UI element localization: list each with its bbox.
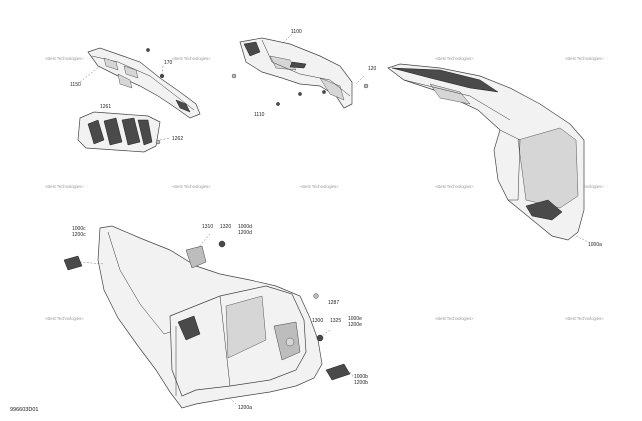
- callout-1000a: 1000a: [588, 242, 602, 248]
- figure-code: 996603D01: [10, 407, 38, 413]
- callout-1150: 1150: [70, 82, 81, 88]
- fairing-bracket-part: [79, 47, 201, 119]
- callout-170: 170: [164, 60, 173, 66]
- callout-labels: 1150 170 1261 1262 1100 120 1110 1000a 1…: [70, 29, 602, 411]
- watermark: «Best Technologies»: [300, 184, 339, 189]
- watermark-layer: «Best Technologies» «Best Technologies» …: [45, 56, 604, 321]
- callout-1000e: 1000e: [348, 316, 362, 322]
- callout-1287: 1287: [328, 300, 339, 306]
- callout-1000b: 1000b: [354, 374, 368, 380]
- watermark: «Best Technologies»: [565, 56, 604, 61]
- screw-icon: [322, 90, 326, 94]
- callout-1200e: 1200e: [348, 322, 362, 328]
- clip-icon: [155, 139, 161, 145]
- screw-icon: [313, 293, 319, 299]
- callout-1200a: 1200a: [238, 405, 252, 411]
- screw-icon: [159, 73, 165, 79]
- callout-1320: 1320: [220, 224, 231, 230]
- callout-120: 120: [368, 66, 377, 72]
- clip-icon: [363, 83, 369, 89]
- callout-1200b: 1200b: [354, 380, 368, 386]
- knob-1310: [185, 245, 207, 269]
- watermark: «Best Technologies»: [565, 316, 604, 321]
- callout-1110: 1110: [254, 112, 265, 118]
- callout-1300: 1300: [312, 318, 323, 324]
- callout-1325: 1325: [330, 318, 341, 324]
- latch-1000c: [63, 255, 83, 271]
- screw-icon: [276, 102, 280, 106]
- watermark: «Best Technologies»: [172, 184, 211, 189]
- screw-icon: [231, 73, 237, 79]
- washer-icon: [218, 240, 226, 248]
- watermark: «Best Technologies»: [435, 316, 474, 321]
- side-panel-part: [387, 63, 589, 243]
- screw-icon: [146, 48, 150, 52]
- screw-icon: [298, 92, 302, 96]
- watermark: «Best Technologies»: [435, 56, 474, 61]
- watermark: «Best Technologies»: [565, 184, 604, 189]
- latch-1000b: [325, 363, 351, 381]
- callout-1261: 1261: [100, 104, 111, 110]
- callout-1000c: 1000c: [72, 226, 86, 232]
- vent-grille-part: [77, 111, 171, 153]
- watermark: «Best Technologies»: [435, 184, 474, 189]
- watermark: «Best Technologies»: [172, 56, 211, 61]
- callout-1000d: 1000d: [238, 224, 252, 230]
- watermark: «Best Technologies»: [45, 184, 84, 189]
- watermark: «Best Technologies»: [45, 56, 84, 61]
- callout-1262: 1262: [172, 136, 183, 142]
- knob-1300: [316, 334, 324, 342]
- callout-1200d: 1200d: [238, 230, 252, 236]
- callout-1310: 1310: [202, 224, 213, 230]
- opening-icon: [285, 337, 295, 347]
- callout-1200c: 1200c: [72, 232, 86, 238]
- callout-1100: 1100: [291, 29, 302, 35]
- upper-console-part: [231, 33, 369, 109]
- lower-fairing-part: [63, 225, 355, 409]
- watermark: «Best Technologies»: [45, 316, 84, 321]
